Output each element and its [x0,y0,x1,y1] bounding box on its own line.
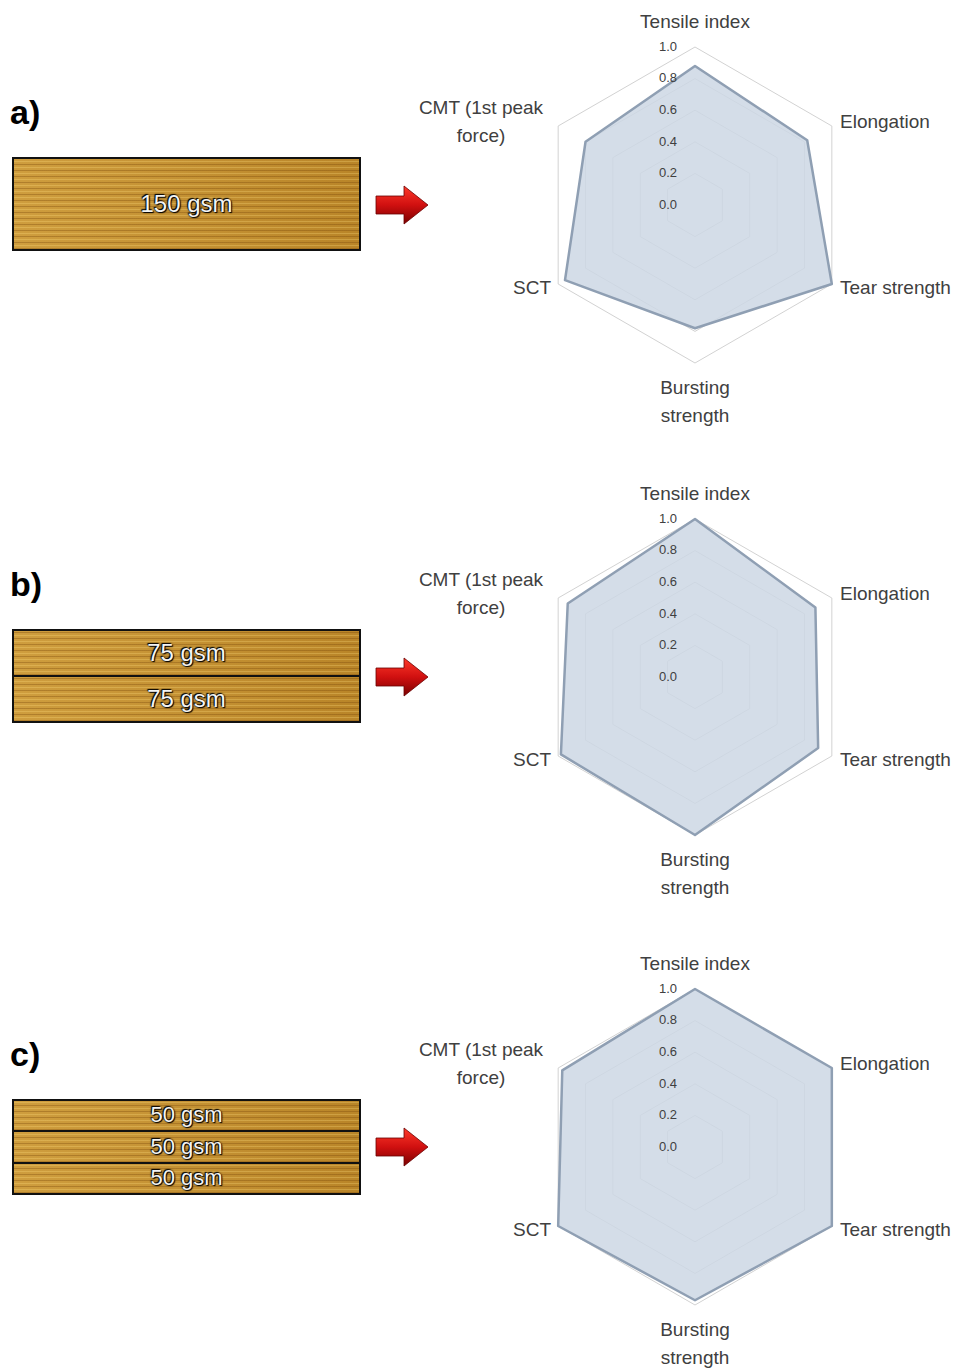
tick-label: 0.2 [659,166,677,180]
axis-label: Tear strength [840,746,951,774]
tick-label: 0.8 [659,1013,677,1027]
radar-chart [558,47,832,363]
paper-layer: 50 gsm [12,1130,361,1164]
grid-hexagon [558,47,832,363]
axis-label: Elongation [840,580,930,608]
grid-hexagon [558,519,832,835]
tick-label: 0.0 [659,1140,677,1154]
axis-label: Bursting strength [645,846,745,901]
paper-layer: 50 gsm [12,1099,361,1132]
axis-label: Elongation [840,1050,930,1078]
tick-label: 1.0 [659,982,677,996]
data-polygon [565,66,832,328]
tick-label: 0.2 [659,638,677,652]
tick-label: 0.2 [659,1108,677,1122]
block-arrow [376,1128,428,1166]
tick-label: 1.0 [659,512,677,526]
axis-label: Tensile index [640,950,750,978]
axis-label: Tear strength [840,274,951,302]
axis-label: Elongation [840,108,930,136]
tick-label: 0.6 [659,1045,677,1059]
grammage-label: 50 gsm [150,1166,222,1190]
axis-label: CMT (1st peak force) [409,1036,554,1091]
tick-label: 0.8 [659,543,677,557]
axis-label: Bursting strength [645,1316,745,1369]
axis-label: Tensile index [640,8,750,36]
axis-label: SCT [513,746,551,774]
axis-label: Tensile index [640,480,750,508]
paper-layer: 50 gsm [12,1162,361,1195]
axis-label: CMT (1st peak force) [409,566,554,621]
grid-hexagon [558,989,832,1305]
grammage-label: 50 gsm [150,1135,222,1159]
tick-label: 0.8 [659,71,677,85]
data-polygon [558,989,832,1300]
tick-label: 0.4 [659,135,677,149]
axis-label: Tear strength [840,1216,951,1244]
axis-label: CMT (1st peak force) [409,94,554,149]
tick-label: 1.0 [659,40,677,54]
radar-chart [558,989,832,1305]
grammage-label: 75 gsm [147,640,226,666]
tick-label: 0.4 [659,607,677,621]
grammage-label: 75 gsm [147,686,226,712]
tick-label: 0.0 [659,670,677,684]
block-arrow [376,186,428,224]
panel-letter: a) [10,94,40,131]
tick-label: 0.6 [659,575,677,589]
grammage-label: 150 gsm [140,191,232,217]
panel-letter: c) [10,1036,40,1073]
data-polygon [561,519,818,835]
tick-label: 0.6 [659,103,677,117]
tick-label: 0.4 [659,1077,677,1091]
radar-chart [558,519,832,835]
axis-label: Bursting strength [645,374,745,429]
paper-layer: 150 gsm [12,157,361,251]
block-arrow [376,658,428,696]
paper-layer: 75 gsm [12,675,361,723]
axis-label: SCT [513,274,551,302]
panel-letter: b) [10,566,42,603]
axis-label: SCT [513,1216,551,1244]
paper-layer: 75 gsm [12,629,361,677]
grammage-label: 50 gsm [150,1103,222,1127]
tick-label: 0.0 [659,198,677,212]
